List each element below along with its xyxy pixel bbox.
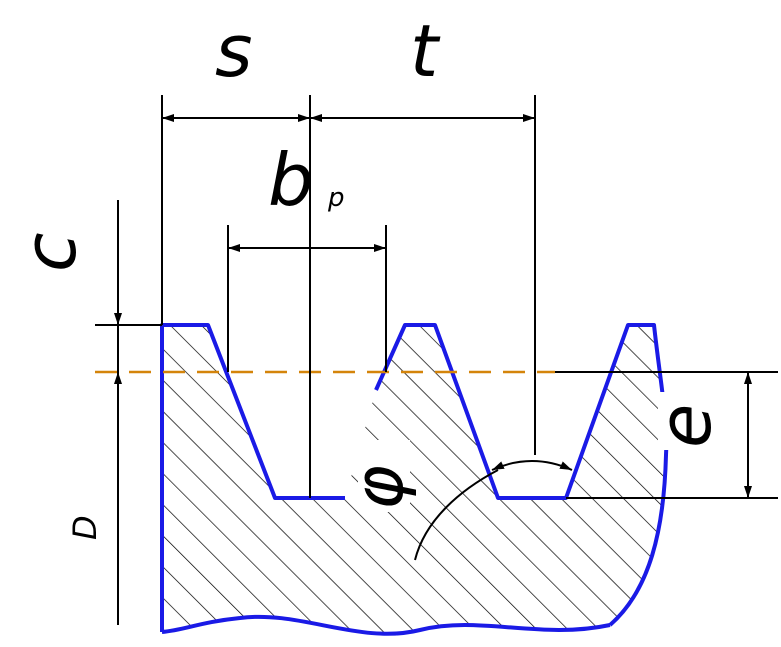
label-b-subscript: p bbox=[327, 183, 345, 213]
label-phi: φ bbox=[340, 465, 419, 510]
label-bg-phi bbox=[358, 440, 410, 512]
label-c: c bbox=[8, 232, 92, 272]
label-D: D bbox=[66, 515, 104, 540]
section-outline bbox=[160, 323, 345, 632]
section-break-line bbox=[161, 614, 611, 636]
section-hatching bbox=[162, 325, 667, 634]
label-t: t bbox=[410, 9, 441, 93]
label-e: e bbox=[643, 404, 727, 448]
label-bg-e bbox=[658, 392, 720, 450]
label-s: s bbox=[215, 9, 253, 93]
angle-phi-arc bbox=[491, 460, 573, 471]
angle-phi-leader bbox=[414, 469, 499, 561]
label-b: b bbox=[268, 138, 314, 222]
